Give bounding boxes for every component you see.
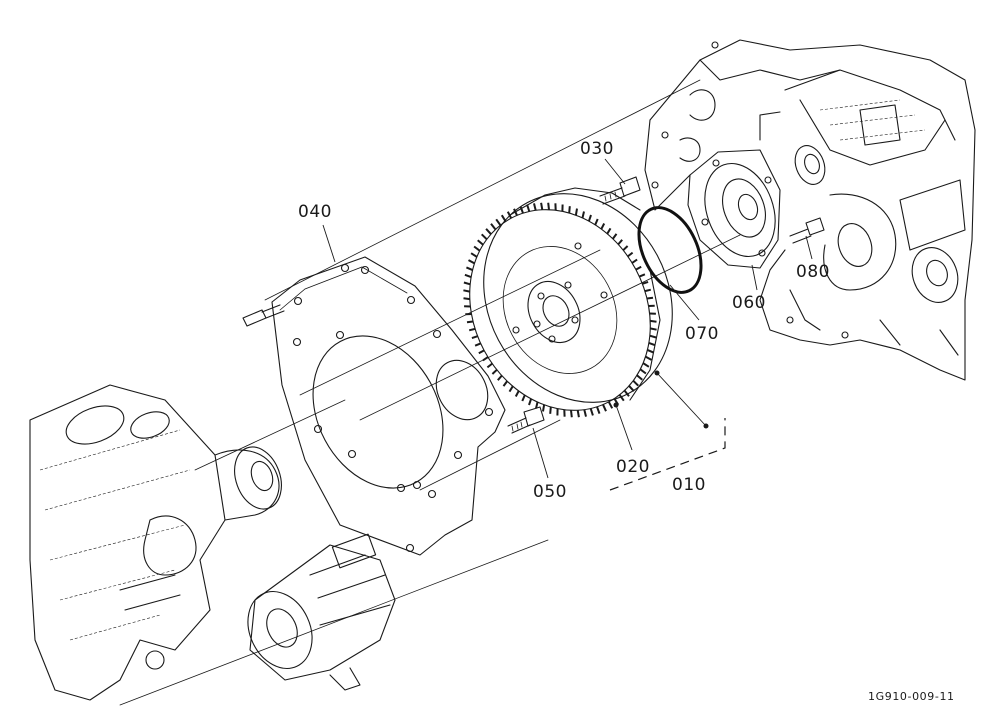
figure-code: 1G910-009-11 [868,690,955,703]
gear-tooth [478,349,485,355]
gear-tooth [568,206,571,214]
gear-tooth [485,228,492,235]
gear-tooth [526,204,531,212]
gear-tooth [594,218,599,226]
gear-tooth [587,214,592,222]
callout-labels: 040 030 070 060 080 020 010 050 [298,139,830,502]
gear-tooth [528,398,533,406]
leader-lines [322,158,813,479]
gear-tooth [644,288,652,293]
gear-tooth [606,227,612,235]
gear-tooth [642,362,650,368]
gear-tooth [627,251,634,258]
gear-tooth [533,203,537,211]
gear-tooth [468,327,476,332]
callout-060: 060 [732,293,766,313]
ring-gear-teeth [463,202,657,418]
callout-070: 070 [685,324,719,344]
gear-tooth [646,296,654,300]
gear-tooth [596,406,601,414]
gear-tooth [470,252,478,258]
gear-tooth [632,379,640,387]
gear-tooth [602,404,607,412]
callout-030: 030 [580,139,614,159]
gear-tooth [480,233,488,241]
gear-tooth [464,273,472,279]
gear-tooth [486,362,493,369]
gear-tooth [508,385,514,393]
gear-tooth [589,408,594,416]
engine-block [29,384,282,701]
gear-tooth [490,223,497,231]
gear-tooth [549,406,552,414]
gear-tooth [519,206,524,214]
flywheel-bolt-holes [512,242,608,343]
gear-tooth [574,208,578,216]
gear-tooth [650,319,657,323]
gear-tooth [618,394,625,402]
gear-tooth [463,297,470,301]
gear-tooth [583,409,587,417]
gear-tooth [547,202,550,210]
gear-tooth [473,245,481,252]
bolt-030 [599,176,641,205]
callout-050: 050 [533,482,567,502]
gear-tooth [639,368,647,375]
callout-080: 080 [796,262,830,282]
gear-tooth [639,273,646,278]
callout-040: 040 [298,202,332,222]
gear-tooth [576,410,580,418]
gear-tooth [535,401,539,409]
gear-tooth [491,369,498,375]
gear-tooth [463,281,471,286]
gear-tooth [482,356,489,362]
gear-tooth [645,355,652,361]
transmission-housing [644,39,976,381]
bolt-080 [789,217,825,244]
gear-tooth [514,390,520,397]
gear-tooth [611,233,618,240]
gear-tooth [502,380,509,387]
gear-tooth [466,320,474,324]
gear-tooth [521,394,526,402]
gear-tooth [540,202,544,210]
gear-tooth [581,211,585,219]
gear-tooth [650,327,657,331]
gear-tooth [471,335,478,340]
flywheel-assembly [463,187,673,418]
gear-tooth [570,410,573,418]
bolt-050 [507,406,545,434]
housing-plate [271,256,506,556]
gear-tooth [607,401,614,409]
plate-bolt [242,304,285,327]
assembly-axis-lines [119,79,741,706]
gear-tooth [617,239,623,246]
gear-tooth [631,258,638,264]
starter-motor [247,533,396,691]
gear-tooth [642,280,649,285]
assembly-010-bracket [609,418,726,491]
o-ring-070 [637,206,703,294]
gear-tooth [468,259,475,265]
gear-tooth [474,342,481,347]
gear-tooth [636,374,643,381]
flange-060 [687,149,781,269]
gear-tooth [648,341,656,347]
gear-tooth [647,348,654,354]
gear-tooth [542,404,546,412]
gear-tooth [649,334,657,339]
gear-tooth [600,223,606,230]
gear-tooth [622,245,629,251]
callout-010: 010 [672,475,706,495]
gear-tooth [477,239,484,246]
gear-tooth [623,389,630,397]
callout-020: 020 [616,457,650,477]
gear-tooth [495,218,502,226]
gear-tooth [497,374,503,381]
gear-tooth [463,289,470,293]
gear-tooth [466,266,473,272]
plate-bolt-holes [292,263,494,553]
gear-tooth [635,265,642,271]
